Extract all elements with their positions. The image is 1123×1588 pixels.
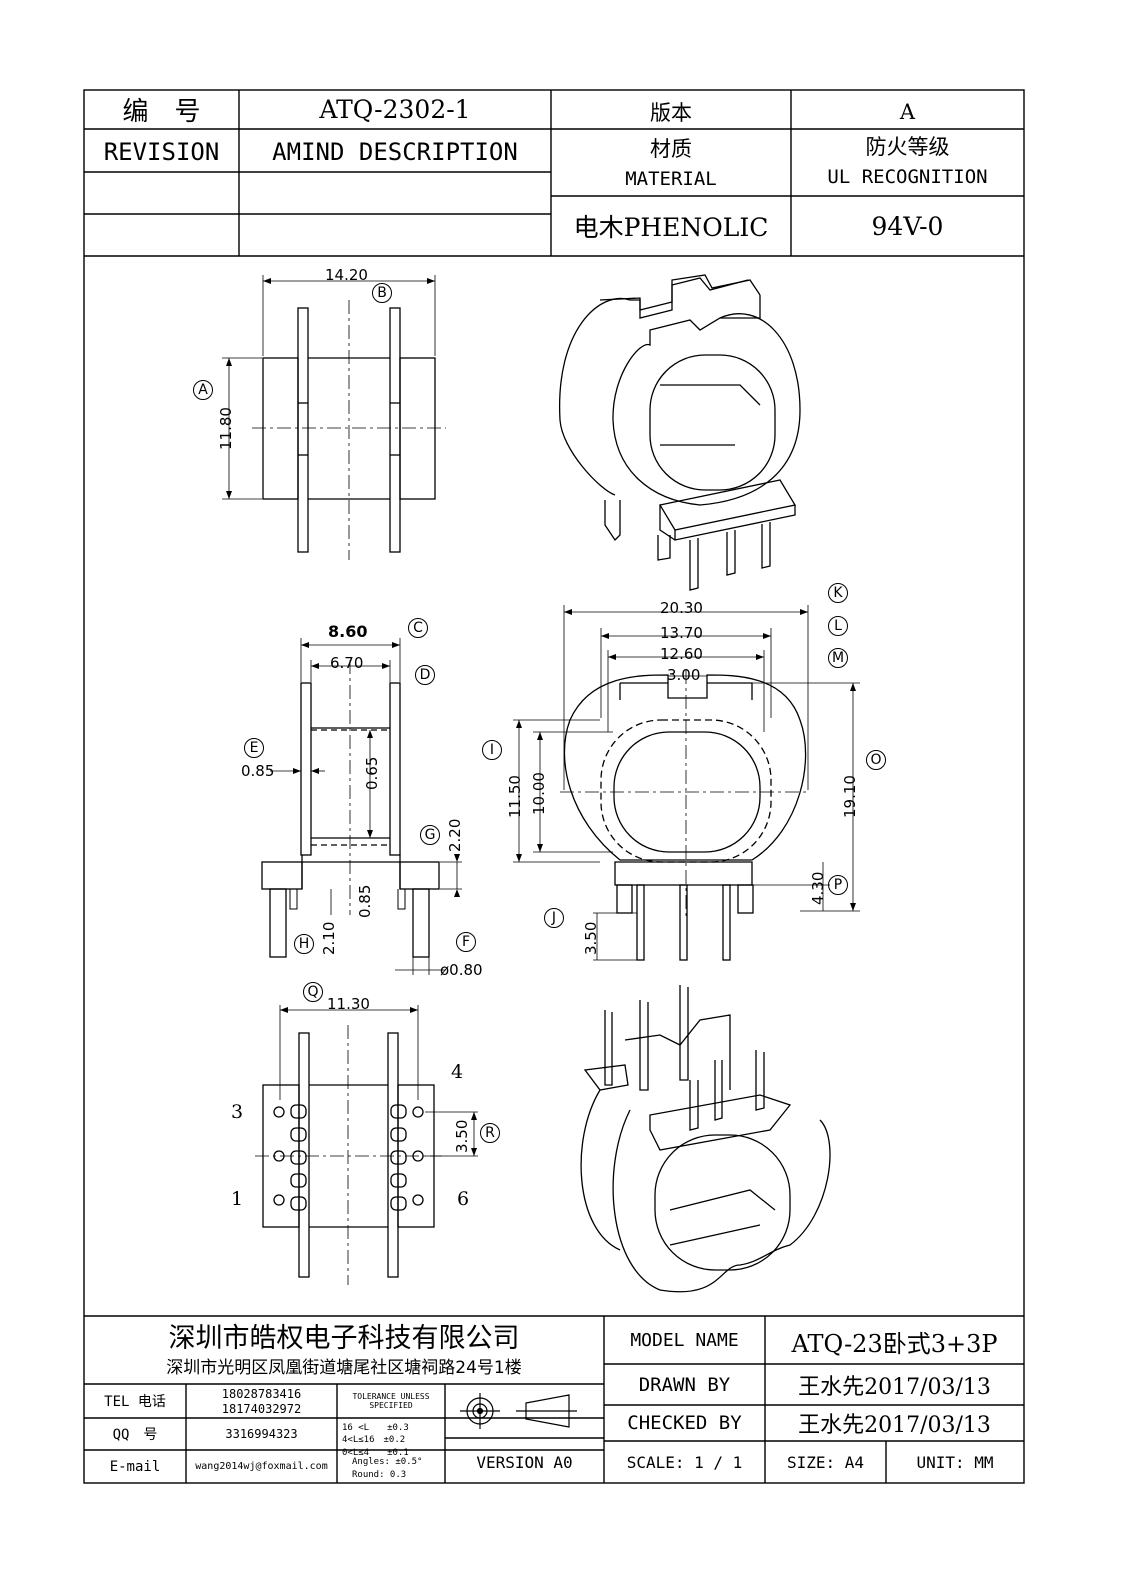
dim-front-n: 3.00 [667,666,701,684]
drawn-label: DRAWN BY [638,1373,731,1396]
pin-6: 6 [457,1188,470,1210]
version-text: VERSION A0 [476,1452,573,1472]
ul-rating: 94V-0 [871,211,944,241]
dim-front-p: 4.30 [809,871,827,905]
callout-l: L [828,616,848,636]
tolerance-row-4: Angles: ±0.5° [352,1457,423,1467]
dim-front-l: 13.70 [660,624,703,642]
size-label: SIZE: A4 [786,1452,865,1472]
tolerance-row-1: 16 <L ±0.3 [342,1423,409,1433]
amend-label: AMIND DESCRIPTION [272,137,518,166]
callout-h: H [294,934,314,954]
dim-side-pin-len: 2.10 [320,921,338,955]
material-value: 电木PHENOLIC [573,213,769,242]
callout-i: I [482,740,502,760]
tolerance-title: TOLERANCE UNLESS SPECIFIED [352,1392,430,1410]
dim-top-width: 14.20 [325,266,368,284]
pin-3: 3 [231,1101,244,1123]
dim-side-g: 2.20 [446,818,464,852]
projection-symbol [460,1393,577,1429]
dim-front-k: 20.30 [660,599,703,617]
isometric-view-top [559,274,801,591]
callout-o: O [866,750,886,770]
callout-g: G [420,825,440,845]
callout-r: R [480,1123,500,1143]
tel-label: TEL 电话 [104,1394,166,1410]
model-value: ATQ-23卧式3+3P [791,1329,998,1358]
dim-side-flange: 0.85 [241,762,275,780]
tel-2: 18174032972 [221,1401,302,1416]
part-no: ATQ-2302-1 [319,95,471,124]
tel-1: 18028783416 [221,1386,302,1401]
dim-side-inner: 6.70 [330,654,364,672]
dim-bottom-r: 3.50 [453,1119,471,1153]
material-label-cn: 材质 [650,137,692,161]
side-view [261,638,462,975]
dim-side-outer: 8.60 [328,622,368,641]
dim-front-pin: 3.50 [582,921,600,955]
email-label: E-mail [109,1458,161,1475]
callout-m: M [828,648,848,668]
checked-value: 王水先2017/03/13 [798,1413,991,1438]
ul-label-en: UL RECOGNITION [827,166,988,188]
dim-front-o: 19.10 [841,775,859,818]
company-name: 深圳市皓权电子科技有限公司 [168,1322,520,1354]
callout-q: Q [303,982,323,1002]
checked-label: CHECKED BY [627,1412,742,1434]
revision-label: REVISION [103,137,220,166]
unit-label: UNIT: MM [916,1452,994,1472]
qq-value: 3316994323 [225,1427,298,1441]
callout-k: K [828,583,848,603]
top-view [222,275,446,560]
callout-f: F [456,932,476,952]
pin-4: 4 [451,1061,464,1083]
dim-front-m: 12.60 [660,645,703,663]
tolerance-row-3: 0<L≤4 ±0.1 [342,1448,409,1458]
bottom-view [255,1005,478,1285]
callout-b: B [372,283,392,303]
company-address: 深圳市光明区凤凰街道塘尾社区塘祠路24号1楼 [166,1357,522,1378]
callout-e: E [244,738,264,758]
front-view [513,605,860,961]
callout-c: C [408,618,428,638]
callout-j: J [544,908,564,928]
dim-side-base: 0.85 [356,884,374,918]
drawn-value: 王水先2017/03/13 [798,1374,991,1400]
pin-1: 1 [231,1188,244,1210]
callout-d: D [415,665,435,685]
version-value: A [899,99,916,124]
tolerance-row-2: 4<L≤16 ±0.2 [342,1435,406,1445]
material-label-en: MATERIAL [625,168,717,190]
dim-side-pin-dia: ø0.80 [440,961,483,979]
qq-label: QQ 号 [112,1427,158,1443]
dim-top-height: 11.80 [217,407,235,450]
email-value: wang2014wj@foxmail.com [195,1461,328,1472]
dim-front-i: 11.50 [506,775,524,818]
dim-bottom-q: 11.30 [327,995,370,1013]
scale-label: SCALE: 1 / 1 [626,1452,743,1472]
version-label: 版本 [650,100,692,125]
dim-side-slot: 0.65 [363,756,381,790]
callout-a: A [193,380,213,400]
tolerance-row-5: Round: 0.3 [352,1470,407,1480]
model-label: MODEL NAME [630,1329,739,1351]
isometric-view-bottom [580,985,831,1293]
ul-label-cn: 防火等级 [865,135,950,159]
part-no-label: 编 号 [122,97,201,127]
callout-p: P [828,875,848,895]
dim-front-j: 10.00 [530,772,548,815]
